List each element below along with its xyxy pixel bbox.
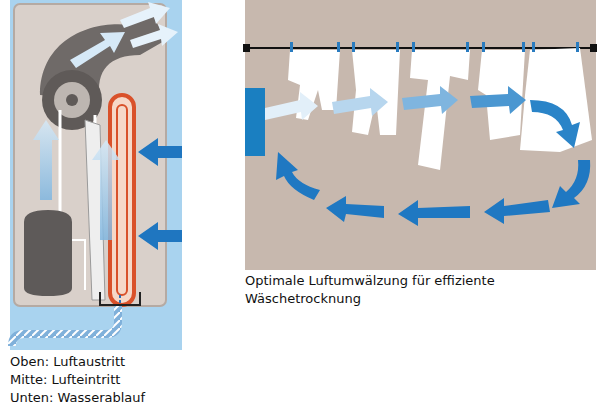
room-scene — [243, 0, 597, 270]
figure-caption: Optimale Luftumwälzung für effiziente Wä… — [245, 272, 545, 308]
dehumidifier-section — [10, 0, 182, 350]
caption-line: Oben: Luftaustritt — [10, 353, 210, 371]
caption-line: Mitte: Lufteintritt — [10, 371, 210, 389]
caption-line: Unten: Wasserablauf — [10, 389, 210, 407]
